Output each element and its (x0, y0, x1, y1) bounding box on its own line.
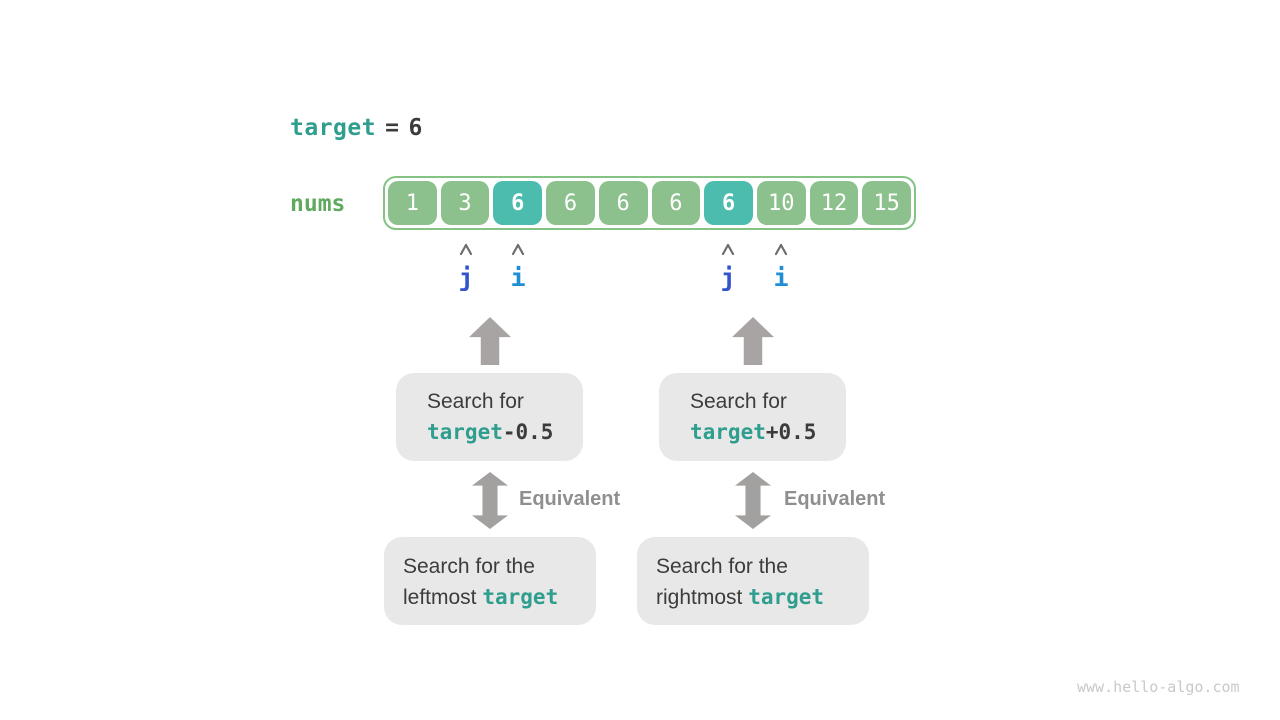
result-right-prefix: rightmost (656, 586, 749, 609)
result-box-left-line2: leftmost target (403, 582, 596, 613)
search-box-right: Search for target+0.5 (659, 373, 846, 461)
array-cell-5: 6 (651, 181, 701, 225)
offset-suffix: -0.5 (502, 420, 554, 444)
equivalent-label-right: Equivalent (784, 488, 886, 510)
pointer-j-label: j (458, 263, 474, 292)
nums-label: nums (290, 191, 346, 217)
pointer-i-label: i (773, 263, 789, 292)
caret-up-icon (511, 243, 525, 256)
watermark: www.hello-algo.com (1077, 678, 1240, 696)
array-cell-8: 12 (809, 181, 859, 225)
pointer-i-label: i (510, 263, 526, 292)
array-cell-1: 3 (440, 181, 490, 225)
array-cell-0: 1 (388, 181, 437, 225)
array-cell-9: 15 (862, 181, 912, 225)
up-arrow-icon (469, 317, 511, 365)
equivalent-label-left: Equivalent (519, 488, 621, 510)
equals-operator: = (385, 115, 400, 141)
array-cell-6: 6 (704, 181, 753, 225)
search-box-right-line1: Search for (690, 390, 787, 413)
array-cell-3: 6 (546, 181, 595, 225)
pointer-j-label: j (720, 263, 736, 292)
result-box-left: Search for the leftmost target (384, 537, 596, 625)
caret-up-icon (774, 243, 788, 256)
array-cell-4: 6 (598, 181, 648, 225)
nums-array: 1 3 6 6 6 6 6 10 12 15 (383, 176, 916, 230)
target-value: 6 (408, 115, 423, 141)
array-cell-7: 10 (756, 181, 806, 225)
result-box-right-line2: rightmost target (656, 582, 869, 613)
search-box-left-line1: Search for (427, 390, 524, 413)
search-box-left: Search for target-0.5 (396, 373, 583, 461)
target-variable: target (290, 115, 377, 141)
caret-up-icon (459, 243, 473, 256)
search-box-right-line2: target+0.5 (690, 417, 846, 448)
offset-suffix: +0.5 (765, 420, 817, 444)
caret-up-icon (721, 243, 735, 256)
result-box-left-line1: Search for the (403, 555, 535, 578)
target-code: target (427, 420, 503, 444)
result-box-right: Search for the rightmost target (637, 537, 869, 625)
double-arrow-icon (472, 472, 508, 529)
result-box-right-line1: Search for the (656, 555, 788, 578)
array-cell-2: 6 (493, 181, 543, 225)
target-code: target (690, 420, 766, 444)
target-code: target (748, 585, 825, 609)
target-assignment: target = 6 (290, 115, 423, 141)
up-arrow-icon (732, 317, 774, 365)
result-left-prefix: leftmost (403, 586, 483, 609)
search-box-left-line2: target-0.5 (427, 417, 583, 448)
double-arrow-icon (735, 472, 771, 529)
target-code: target (482, 585, 559, 609)
